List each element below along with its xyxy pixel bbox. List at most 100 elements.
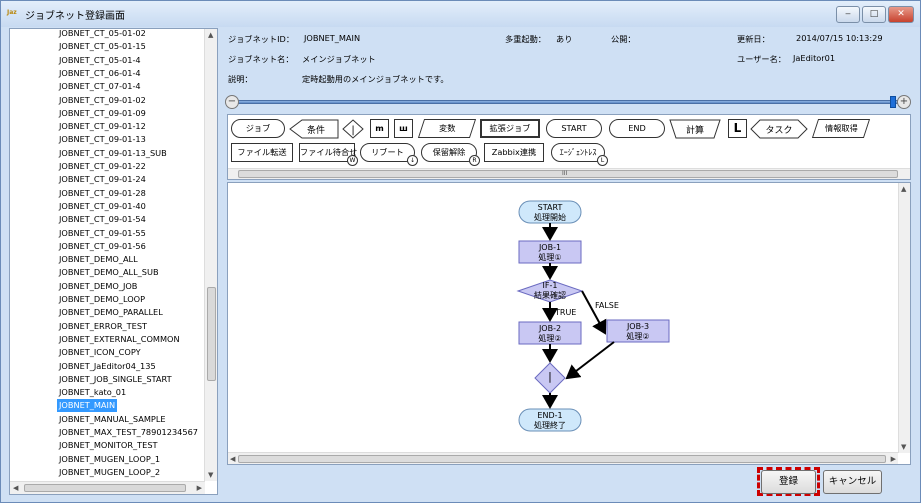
- jobnet-list-item[interactable]: JOBNET_JaEditor04_135: [59, 360, 156, 371]
- reboot-mark-icon: ↓: [407, 155, 418, 166]
- list-horizontal-thumb[interactable]: [24, 484, 186, 492]
- false-edge-label: FALSE: [595, 301, 619, 310]
- jobnet-list-item[interactable]: JOBNET_DEMO_PARALLEL: [59, 307, 163, 318]
- palette-info-get[interactable]: 情報取得: [811, 119, 871, 138]
- palette-reboot[interactable]: リブート ↓: [360, 143, 418, 166]
- jobnet-id-label: ジョブネットID：: [228, 34, 295, 44]
- canvas-scroll-down-icon[interactable]: ▼: [901, 443, 907, 451]
- register-button[interactable]: 登録: [761, 470, 816, 494]
- scroll-up-icon[interactable]: ▲: [208, 31, 214, 39]
- zoom-in-icon[interactable]: +: [897, 95, 911, 109]
- jobnet-list-item[interactable]: JOBNET_MUGEN_LOOP_3: [57, 479, 162, 481]
- start-node-text: START 処理開始: [519, 203, 581, 223]
- description-label: 説明：: [228, 74, 253, 84]
- palette-task[interactable]: タスク: [750, 119, 808, 139]
- description-value: 定時起動用のメインジョブネットです。: [302, 74, 449, 84]
- list-horizontal-scrollbar[interactable]: ◀ ▶: [10, 481, 205, 494]
- jobnet-list-item[interactable]: JOBNET_CT_09-01-12: [59, 121, 146, 132]
- list-vertical-scrollbar[interactable]: ▲ ▼: [204, 29, 217, 481]
- jobnet-list-item[interactable]: JOBNET_DEMO_LOOP: [59, 294, 146, 304]
- updated-label: 更新日：: [737, 34, 770, 44]
- palette-variable-label: 変数: [438, 123, 456, 133]
- canvas-horizontal-scrollbar[interactable]: ◀ ▶: [228, 452, 898, 464]
- palette-info-get-label: 情報取得: [824, 123, 858, 133]
- jobnet-list-item[interactable]: JOBNET_MUGEN_LOOP_2: [59, 466, 161, 477]
- job2-node-id: JOB-2: [538, 324, 562, 333]
- jobnet-list-item[interactable]: JOBNET_CT_09-01-13: [59, 134, 146, 145]
- jobnet-list-item[interactable]: JOBNET_CT_09-01-55: [59, 227, 146, 238]
- jobnet-list-item[interactable]: JOBNET_JOB_SINGLE_START: [59, 373, 172, 384]
- jobnet-list-item[interactable]: JOBNET_CT_09-01-09: [59, 107, 146, 118]
- palette-calc[interactable]: 計算: [669, 119, 721, 139]
- job3-node[interactable]: [606, 319, 670, 343]
- jobnet-list-item[interactable]: JOBNET_CT_09-01-02: [59, 94, 146, 105]
- palette-parallel-end[interactable]: m: [370, 119, 389, 138]
- jobnet-list-item[interactable]: JOBNET_CT_09-01-54: [59, 214, 146, 225]
- palette-parallel-start[interactable]: |: [342, 119, 364, 139]
- palette-zabbix[interactable]: Zabbix連携: [484, 143, 544, 162]
- jobnet-list-item[interactable]: JOBNET_CT_05-01-02: [59, 29, 146, 38]
- jobnet-list-item[interactable]: JOBNET_ERROR_TEST: [59, 320, 148, 331]
- if1-node-label: 結果確認: [534, 291, 566, 300]
- palette-condition[interactable]: 条件: [288, 119, 340, 139]
- jobnet-list-item[interactable]: JOBNET_EXTERNAL_COMMON: [59, 333, 180, 344]
- palette-hold-release-label: 保留解除: [432, 147, 466, 157]
- palette-loop[interactable]: L: [728, 119, 747, 138]
- flow-canvas[interactable]: START 処理開始 JOB-1 処理① IF-1 結果確認 JOB-2 処理②…: [227, 182, 911, 465]
- merge-node-text: |: [548, 370, 552, 383]
- jobnet-list-item[interactable]: JOBNET_CT_09-01-22: [59, 161, 146, 171]
- zoom-handle[interactable]: [890, 96, 896, 108]
- jobnet-list-item[interactable]: JOBNET_CT_05-01-15: [59, 41, 146, 52]
- palette-file-wait[interactable]: ファイル待合せ W: [299, 143, 358, 166]
- scroll-right-icon[interactable]: ▶: [196, 484, 202, 492]
- zoom-out-icon[interactable]: −: [225, 95, 239, 109]
- jobnet-list-item[interactable]: JOBNET_CT_06-01-4: [59, 67, 141, 78]
- jobnet-list-item[interactable]: JOBNET_MANUAL_SAMPLE: [59, 413, 166, 424]
- canvas-vertical-scrollbar[interactable]: ▲ ▼: [898, 183, 910, 453]
- end-node[interactable]: [518, 408, 582, 432]
- palette-scroll-thumb[interactable]: [238, 170, 898, 178]
- start-node-id: START: [537, 203, 563, 212]
- jobnet-list-item[interactable]: JOBNET_MAIN: [57, 399, 118, 413]
- jobnet-list-item[interactable]: JOBNET_DEMO_JOB: [59, 280, 138, 291]
- palette-agentless[interactable]: ｴｰｼﾞｪﾝﾄﾚｽ L: [551, 143, 608, 166]
- jobnet-list-item[interactable]: JOBNET_CT_05-01-4: [59, 54, 141, 65]
- jobnet-list-item[interactable]: JOBNET_kato_01: [59, 387, 127, 398]
- zoom-track[interactable]: [233, 100, 903, 104]
- hold-release-mark-icon: R: [469, 155, 480, 166]
- palette-start[interactable]: START: [546, 119, 602, 138]
- palette-extended-job[interactable]: 拡張ジョブ: [480, 119, 540, 138]
- palette-loop-end[interactable]: ш: [394, 119, 413, 138]
- jobnet-list-item[interactable]: JOBNET_CT_09-01-40: [59, 200, 146, 211]
- maximize-button[interactable]: □: [862, 6, 886, 23]
- jobnet-list-item[interactable]: JOBNET_DEMO_ALL_SUB: [59, 267, 159, 278]
- canvas-horizontal-thumb[interactable]: [238, 455, 886, 463]
- palette-end[interactable]: END: [609, 119, 665, 138]
- jobnet-list-item[interactable]: JOBNET_CT_09-01-24: [59, 174, 146, 185]
- cancel-button[interactable]: キャンセル: [823, 470, 882, 494]
- close-button[interactable]: ✕: [888, 6, 914, 23]
- jobnet-list-item[interactable]: JOBNET_CT_09-01-28: [59, 187, 146, 198]
- jobnet-list-item[interactable]: JOBNET_CT_09-01-13_SUB: [59, 147, 167, 158]
- scroll-down-icon[interactable]: ▼: [208, 471, 214, 479]
- jobnet-list-item[interactable]: JOBNET_MAX_TEST_78901234567: [59, 427, 199, 437]
- jobnet-list-item[interactable]: JOBNET_MONITOR_TEST: [59, 440, 158, 451]
- canvas-scroll-up-icon[interactable]: ▲: [901, 185, 907, 193]
- palette-file-transfer[interactable]: ファイル転送: [231, 143, 293, 162]
- palette-variable[interactable]: 変数: [417, 119, 477, 138]
- jobnet-list-item[interactable]: JOBNET_CT_09-01-56: [59, 240, 146, 251]
- minimize-button[interactable]: ‒: [836, 6, 860, 23]
- scroll-left-icon[interactable]: ◀: [13, 484, 19, 492]
- canvas-scroll-right-icon[interactable]: ▶: [890, 455, 896, 463]
- palette-hold-release[interactable]: 保留解除 R: [421, 143, 480, 166]
- zoom-slider[interactable]: − +: [225, 94, 911, 110]
- palette-scrollbar[interactable]: III: [228, 168, 910, 179]
- jobnet-list-item[interactable]: JOBNET_MUGEN_LOOP_1: [59, 453, 161, 464]
- canvas-scroll-left-icon[interactable]: ◀: [230, 455, 236, 463]
- list-vertical-thumb[interactable]: [207, 287, 216, 381]
- if1-node-id: IF-1: [542, 281, 558, 290]
- jobnet-list-item[interactable]: JOBNET_DEMO_ALL: [59, 254, 138, 265]
- jobnet-list-item[interactable]: JOBNET_CT_07-01-4: [59, 81, 141, 92]
- palette-job[interactable]: ジョブ: [231, 119, 285, 138]
- jobnet-list-item[interactable]: JOBNET_ICON_COPY: [59, 347, 141, 358]
